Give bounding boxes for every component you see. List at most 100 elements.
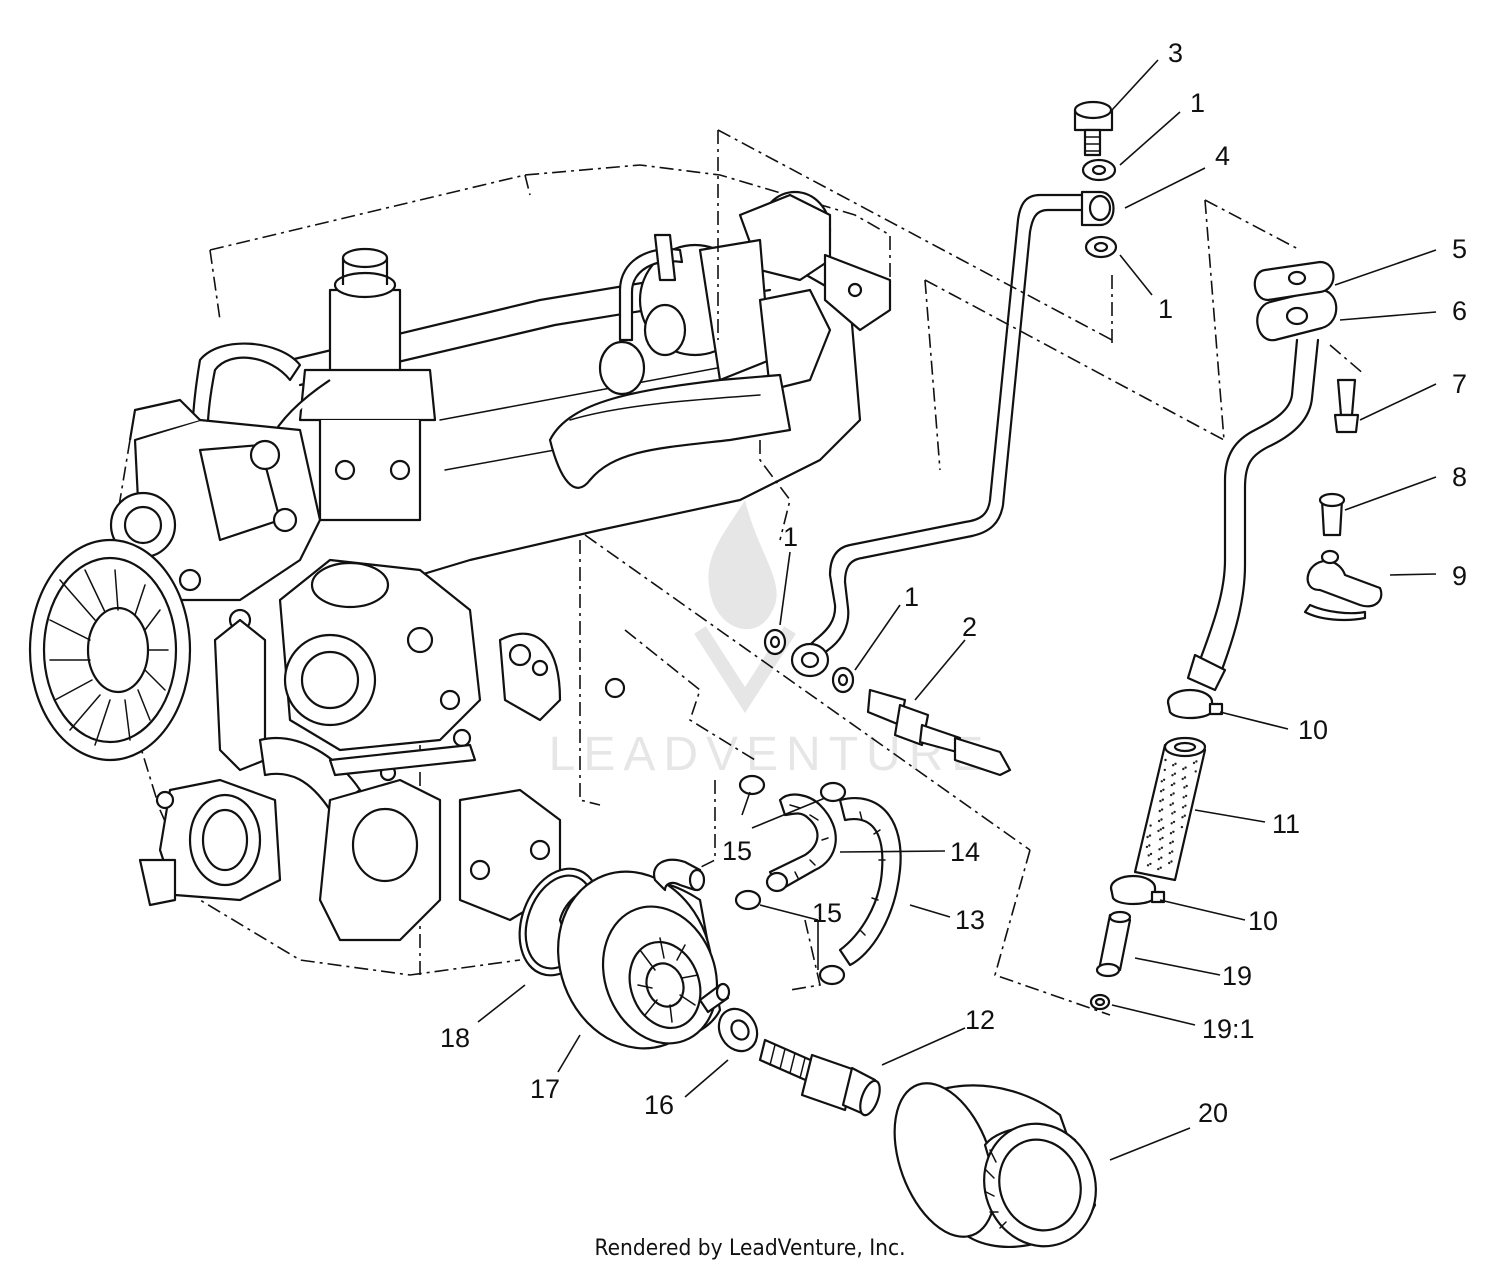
leader-lines xyxy=(477,59,1437,1161)
hose-texture-dot xyxy=(1184,766,1187,769)
callout-9: 9 xyxy=(1452,561,1467,591)
callout-11: 11 xyxy=(1272,809,1300,839)
oil-filter xyxy=(893,1082,1097,1248)
hose-texture-dot xyxy=(1161,836,1164,840)
callout-15: 15 xyxy=(722,836,752,866)
hose-texture-dot xyxy=(1163,768,1167,772)
callout-16: 16 xyxy=(644,1090,674,1120)
callout-12: 12 xyxy=(965,1005,995,1035)
callout-1: 1 xyxy=(904,582,919,612)
callout-4: 4 xyxy=(1215,141,1230,171)
hose-texture-dot xyxy=(1185,784,1188,788)
hose-texture-dot xyxy=(1157,858,1161,861)
hose-texture-dot xyxy=(1162,826,1165,830)
hose-texture-dot xyxy=(1171,774,1174,777)
callouts: 3 1 4 1 5 6 7 8 9 1 1 2 10 11 14 15 13 1… xyxy=(440,38,1467,1128)
hose-texture-dot xyxy=(1173,782,1176,785)
hose-texture-dot xyxy=(1170,822,1173,825)
callout-17: 17 xyxy=(530,1074,560,1104)
hose-texture-dot xyxy=(1149,862,1152,866)
hose-texture-dot xyxy=(1171,840,1175,843)
hose-texture-dot xyxy=(1158,809,1162,813)
hose-texture-dot xyxy=(1169,841,1172,845)
callout-19-1: 19:1 xyxy=(1202,1014,1255,1044)
hose-texture-dot xyxy=(1145,845,1149,849)
oil-return-pipe xyxy=(1089,260,1383,1011)
callout-10: 10 xyxy=(1298,715,1328,745)
callout-13: 13 xyxy=(955,905,985,935)
hose-texture-dot xyxy=(1194,770,1197,773)
turbocharger xyxy=(548,190,892,489)
hose-texture-dot xyxy=(1159,828,1163,831)
hose-texture-dot xyxy=(1192,761,1196,765)
hose-texture-dot xyxy=(1170,783,1174,787)
hose-texture-dot xyxy=(1182,796,1185,799)
hose-texture-dot xyxy=(1157,829,1160,833)
hose-texture-dot xyxy=(1172,830,1175,833)
hose-texture-dot xyxy=(1181,777,1184,781)
hose-texture-dot xyxy=(1172,764,1175,767)
hose-11 xyxy=(1133,736,1207,882)
hose-texture-dot xyxy=(1159,838,1162,841)
oil-cooler-assembly xyxy=(518,774,902,1117)
hose-texture-dot xyxy=(1161,798,1165,801)
hose-texture-dot xyxy=(1162,778,1166,781)
hose-texture-dot xyxy=(1159,799,1162,803)
hose-texture-dot xyxy=(1159,790,1163,793)
hose-texture-dot xyxy=(1174,762,1177,765)
hose-texture-dot xyxy=(1181,806,1185,809)
hose-texture-dot xyxy=(1173,810,1176,814)
hose-texture-dot xyxy=(1168,851,1172,855)
hose-texture-dot xyxy=(1160,808,1164,811)
hose-texture-dot xyxy=(1164,758,1167,762)
hose-texture-dot xyxy=(1171,850,1174,853)
hose-texture-dot xyxy=(1181,816,1184,819)
hose-texture-dot xyxy=(1148,844,1151,847)
hose-texture-dot xyxy=(1170,793,1173,797)
hose-texture-dot xyxy=(1170,860,1173,863)
hose-texture-dot xyxy=(1149,824,1152,827)
hose-texture-dot xyxy=(1172,792,1175,795)
hose-texture-dot xyxy=(1146,835,1149,839)
hose-texture-dot xyxy=(1146,864,1150,867)
hose-texture-dot xyxy=(1169,803,1172,807)
callout-3: 3 xyxy=(1168,38,1183,68)
hose-texture-dot xyxy=(1148,834,1152,837)
hose-texture-dot xyxy=(1180,825,1184,829)
callout-6: 6 xyxy=(1452,296,1467,326)
hose-texture-dot xyxy=(1182,767,1185,771)
credit-text: Rendered by LeadVenture, Inc. xyxy=(594,1236,906,1261)
hose-texture-dot xyxy=(1160,846,1164,849)
oil-feed-pipe xyxy=(763,100,1118,777)
engine-block xyxy=(28,164,892,976)
hose-texture-dot xyxy=(1172,820,1176,824)
hose-texture-dot xyxy=(1160,780,1164,783)
hose-texture-dot xyxy=(1149,852,1153,856)
hose-texture-dot xyxy=(1183,814,1187,817)
hose-texture-dot xyxy=(1147,854,1150,857)
hose-texture-dot xyxy=(1183,776,1187,779)
hose-texture-dot xyxy=(1158,848,1161,851)
hose-texture-dot xyxy=(1157,819,1161,823)
callout-2: 2 xyxy=(962,612,977,642)
callout-19: 19 xyxy=(1222,961,1252,991)
callout-1: 1 xyxy=(1190,88,1205,118)
hose-texture-dot xyxy=(1184,804,1187,807)
callout-14: 14 xyxy=(950,837,980,867)
hose-texture-dot xyxy=(1160,856,1163,859)
callout-15: 15 xyxy=(812,898,842,928)
hose-texture-dot xyxy=(1184,794,1188,798)
hose-texture-dot xyxy=(1162,788,1165,791)
callout-8: 8 xyxy=(1452,462,1467,492)
reference-lines xyxy=(584,129,1366,1016)
hose-texture-dot xyxy=(1171,812,1174,815)
cooling-fan xyxy=(28,538,192,762)
hose-texture-dot xyxy=(1168,861,1171,865)
callout-1: 1 xyxy=(1158,294,1173,324)
hose-texture-dot xyxy=(1171,802,1175,805)
hose-texture-dot xyxy=(1159,866,1162,869)
hose-texture-dot xyxy=(1169,832,1173,835)
hose-texture-dot xyxy=(1157,867,1160,871)
hose-texture-dot xyxy=(1183,786,1186,789)
